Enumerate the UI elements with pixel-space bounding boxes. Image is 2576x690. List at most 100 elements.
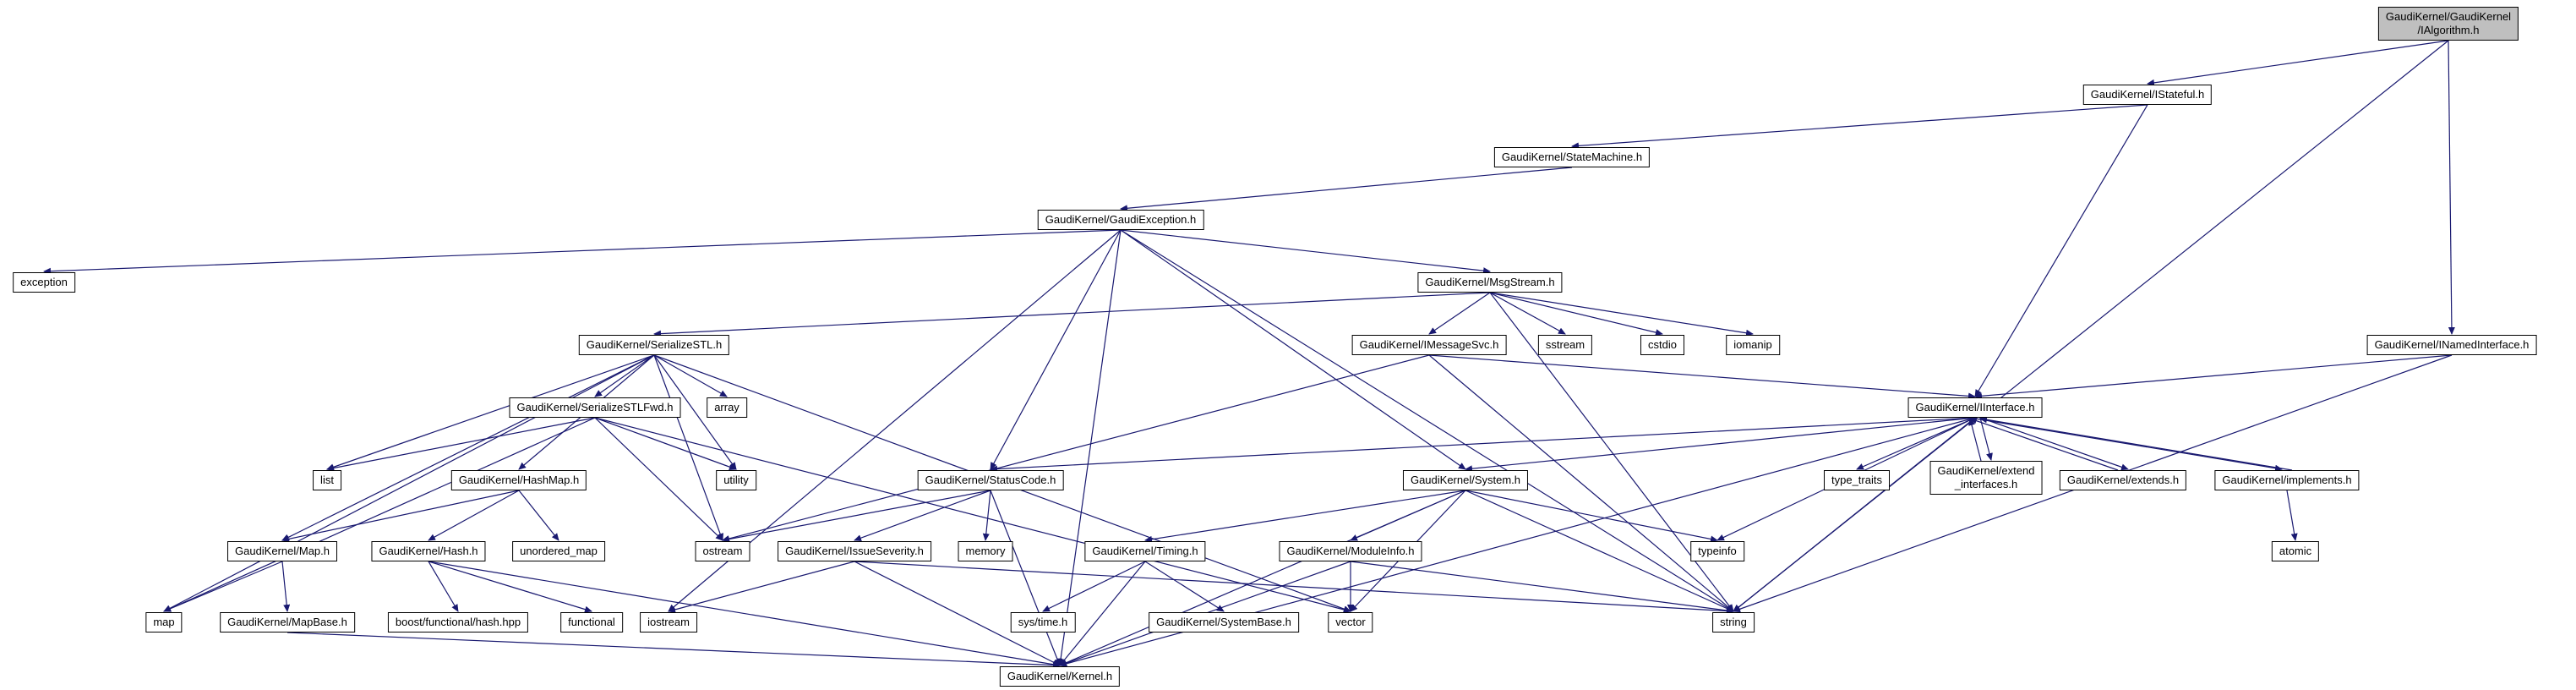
graph-node-inamedinterface[interactable]: GaudiKernel/INamedInterface.h	[2366, 335, 2537, 355]
graph-node-label: GaudiKernel/IStateful.h	[2090, 88, 2205, 101]
graph-node-systembase[interactable]: GaudiKernel/SystemBase.h	[1149, 612, 1299, 632]
graph-node-label: GaudiKernel/IInterface.h	[1915, 401, 2035, 413]
graph-node-label: iostream	[647, 616, 690, 628]
graph-node-label: exception	[20, 276, 68, 288]
graph-node-label: GaudiKernel/IssueSeverity.h	[785, 545, 924, 557]
graph-node-unordered_map[interactable]: unordered_map	[512, 541, 605, 561]
edge-iinterface-type_traits	[1856, 417, 1976, 470]
edge-msgstream-imessagesvc	[1428, 292, 1491, 335]
graph-node-label: GaudiKernel/SystemBase.h	[1156, 616, 1291, 628]
graph-node-typeinfo[interactable]: typeinfo	[1690, 541, 1744, 561]
graph-node-mapbase[interactable]: GaudiKernel/MapBase.h	[220, 612, 355, 632]
graph-node-label: GaudiKernel/StateMachine.h	[1501, 151, 1643, 163]
graph-node-list[interactable]: list	[313, 470, 341, 490]
graph-node-exception[interactable]: exception	[13, 272, 75, 293]
edge-hashmap-map_h	[281, 490, 520, 543]
edge-serializestl-ostream	[653, 354, 723, 541]
graph-node-label: GaudiKernel/StatusCode.h	[925, 474, 1056, 486]
graph-node-label: GaudiKernel/System.h	[1410, 474, 1521, 486]
edge-istateful-statemachine	[1571, 104, 2148, 150]
graph-node-label: vector	[1335, 616, 1366, 628]
edge-msgstream-cstdio	[1489, 292, 1663, 337]
graph-node-label: GaudiKernel/Timing.h	[1092, 545, 1198, 557]
graph-node-memory[interactable]: memory	[958, 541, 1013, 561]
graph-node-label: GaudiKernel/IMessageSvc.h	[1359, 338, 1499, 351]
edge-iinterface-extends	[1979, 417, 2129, 471]
graph-node-iinterface[interactable]: GaudiKernel/IInterface.h	[1907, 397, 2043, 418]
edge-hashmap-unordered_map	[518, 490, 559, 541]
graph-node-hash_h[interactable]: GaudiKernel/Hash.h	[371, 541, 486, 561]
edge-mapbase-kernel	[287, 632, 1061, 669]
graph-node-label: GaudiKernel/MapBase.h	[227, 616, 347, 628]
edge-hash_h-kernel	[428, 561, 1061, 668]
graph-node-iostream[interactable]: iostream	[640, 612, 697, 632]
graph-node-serializestlfwd[interactable]: GaudiKernel/SerializeSTLFwd.h	[509, 397, 681, 418]
graph-node-label: GaudiKernel/MsgStream.h	[1425, 276, 1555, 288]
graph-node-moduleinfo[interactable]: GaudiKernel/ModuleInfo.h	[1279, 541, 1422, 561]
edge-issueseverity-kernel	[854, 561, 1061, 666]
graph-node-utility[interactable]: utility	[716, 470, 756, 490]
edge-ialgorithm-istateful	[2147, 40, 2449, 86]
edge-extends-iinterface	[1969, 417, 2119, 471]
graph-node-label: type_traits	[1831, 474, 1882, 486]
graph-node-map[interactable]: map	[145, 612, 183, 632]
graph-node-istateful[interactable]: GaudiKernel/IStateful.h	[2082, 85, 2213, 105]
edge-serializestlfwd-vector	[594, 417, 1351, 613]
edge-gaudiexception-statuscode	[990, 229, 1122, 470]
graph-node-sstream[interactable]: sstream	[1537, 335, 1593, 355]
edge-serializestlfwd-utility	[594, 417, 737, 471]
graph-node-iomanip[interactable]: iomanip	[1726, 335, 1780, 355]
graph-node-system[interactable]: GaudiKernel/System.h	[1402, 470, 1529, 490]
graph-node-label: array	[714, 401, 740, 413]
graph-node-gaudiexception[interactable]: GaudiKernel/GaudiException.h	[1037, 210, 1204, 230]
edge-moduleinfo-string	[1350, 561, 1734, 614]
graph-node-label: cstdio	[1648, 338, 1677, 351]
graph-node-string[interactable]: string	[1712, 612, 1755, 632]
graph-node-map_h[interactable]: GaudiKernel/Map.h	[226, 541, 338, 561]
graph-node-extends[interactable]: GaudiKernel/extends.h	[2059, 470, 2187, 490]
edge-statuscode-memory	[982, 490, 991, 541]
graph-node-label: functional	[568, 616, 615, 628]
edge-gaudiexception-kernel	[1057, 229, 1122, 666]
graph-node-label: ostream	[702, 545, 743, 557]
edge-hash_h-functional	[428, 561, 592, 613]
edge-iinterface-string	[1733, 417, 1976, 612]
graph-node-label: sstream	[1545, 338, 1585, 351]
graph-node-cstdio[interactable]: cstdio	[1640, 335, 1684, 355]
edge-iinterface-system	[1465, 417, 1976, 473]
edge-timing-systime	[1042, 561, 1146, 612]
graph-node-label: GaudiKernel/SerializeSTL.h	[586, 338, 723, 351]
edge-timing-kernel	[1059, 561, 1146, 666]
graph-node-hashmap[interactable]: GaudiKernel/HashMap.h	[450, 470, 587, 490]
graph-node-extend_interfaces[interactable]: GaudiKernel/extend _interfaces.h	[1929, 461, 2043, 495]
graph-node-implements[interactable]: GaudiKernel/implements.h	[2214, 470, 2360, 490]
graph-node-serializestl[interactable]: GaudiKernel/SerializeSTL.h	[578, 335, 730, 355]
edge-imessagesvc-ostream	[722, 354, 1430, 542]
graph-node-label: boost/functional/hash.hpp	[395, 616, 521, 628]
graph-node-imessagesvc[interactable]: GaudiKernel/IMessageSvc.h	[1351, 335, 1507, 355]
graph-node-label: list	[320, 474, 334, 486]
graph-node-label: atomic	[2279, 545, 2312, 557]
graph-node-label: memory	[965, 545, 1006, 557]
graph-node-ostream[interactable]: ostream	[695, 541, 750, 561]
edge-msgstream-sstream	[1489, 292, 1566, 335]
graph-node-label: GaudiKernel/implements.h	[2222, 474, 2352, 486]
graph-node-type_traits[interactable]: type_traits	[1824, 470, 1890, 490]
edge-issueseverity-string	[854, 561, 1734, 615]
graph-node-kernel[interactable]: GaudiKernel/Kernel.h	[999, 666, 1121, 687]
graph-node-array[interactable]: array	[707, 397, 747, 418]
edge-imessagesvc-iinterface	[1428, 354, 1976, 400]
graph-node-statuscode[interactable]: GaudiKernel/StatusCode.h	[917, 470, 1064, 490]
graph-node-vector[interactable]: vector	[1328, 612, 1373, 632]
graph-node-systime[interactable]: sys/time.h	[1010, 612, 1076, 632]
graph-node-statemachine[interactable]: GaudiKernel/StateMachine.h	[1493, 147, 1651, 167]
graph-node-boosthash[interactable]: boost/functional/hash.hpp	[387, 612, 529, 632]
graph-node-atomic[interactable]: atomic	[2271, 541, 2320, 561]
graph-node-functional[interactable]: functional	[560, 612, 623, 632]
graph-node-label: GaudiKernel/GaudiKernel /IAlgorithm.h	[2385, 10, 2512, 36]
graph-node-label: string	[1720, 616, 1747, 628]
edge-issueseverity-iostream	[668, 561, 855, 613]
graph-node-msgstream[interactable]: GaudiKernel/MsgStream.h	[1417, 272, 1563, 293]
graph-node-timing[interactable]: GaudiKernel/Timing.h	[1084, 541, 1206, 561]
graph-node-issueseverity[interactable]: GaudiKernel/IssueSeverity.h	[778, 541, 931, 561]
